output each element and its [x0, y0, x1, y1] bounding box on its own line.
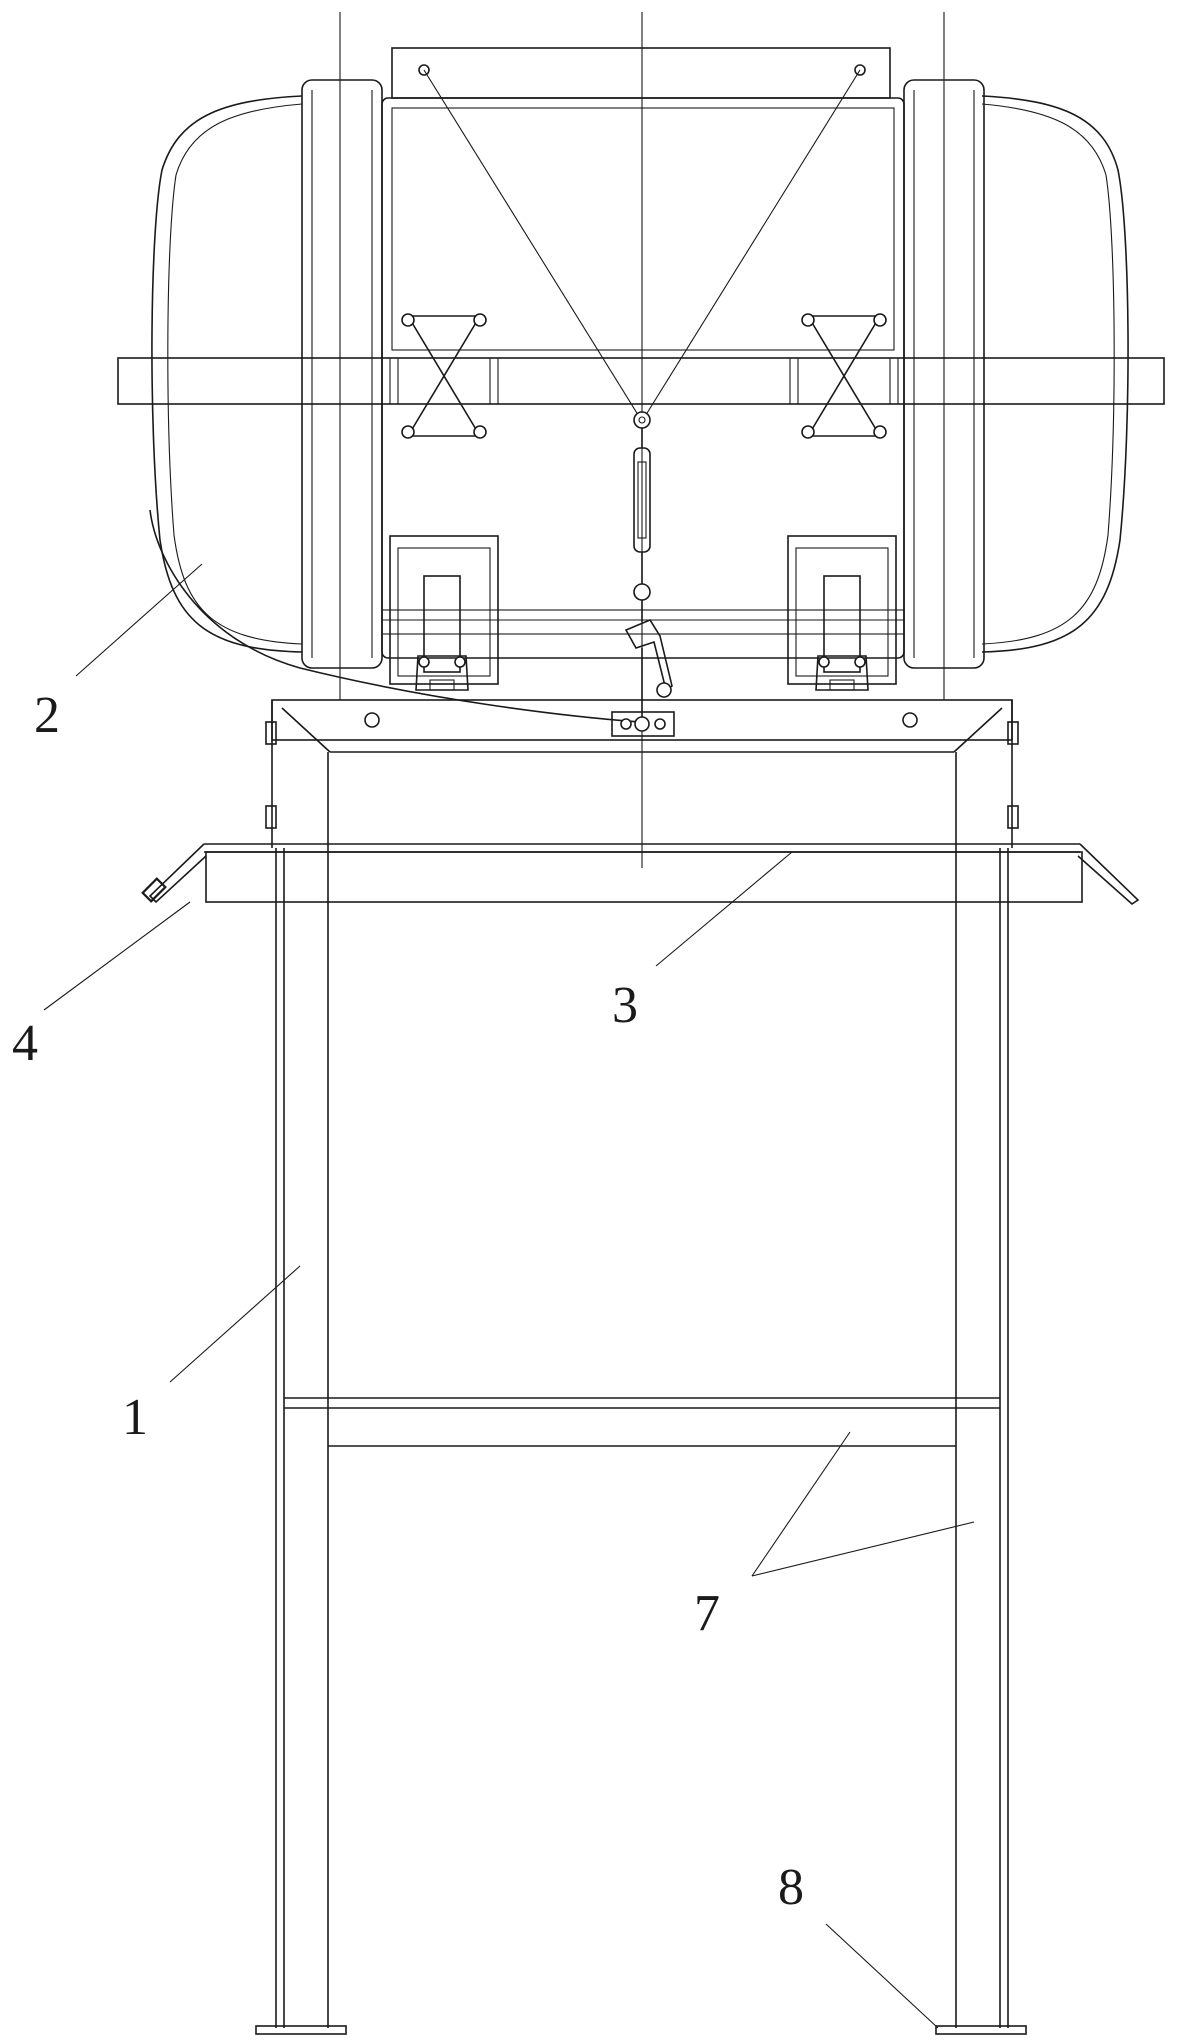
label-part-2: 2 [34, 687, 60, 744]
release-cable [149, 509, 675, 737]
tension-wires [423, 69, 861, 419]
base-plates [255, 2025, 1027, 2035]
x-brace-left [401, 313, 487, 439]
x-brace-right [801, 313, 887, 439]
top-bracket-plate [391, 47, 891, 99]
leader-lines [43, 563, 975, 2029]
clamp-band [117, 357, 1165, 405]
turnbuckle [624, 411, 673, 720]
hold-down-bracket-right [787, 535, 897, 691]
label-part-3: 3 [612, 977, 638, 1034]
label-part-1: 1 [122, 1389, 148, 1446]
platform-tray [141, 843, 1140, 906]
frame-top-box [265, 699, 1019, 848]
label-part-7: 7 [694, 1585, 720, 1642]
hold-down-bracket-left [389, 535, 499, 691]
part-labels: 2 3 4 1 7 8 [12, 687, 804, 1916]
label-part-4: 4 [12, 1015, 38, 1072]
cross-beam [284, 1397, 1000, 1447]
frame-legs [275, 752, 1009, 2028]
tank-body [151, 79, 1129, 669]
label-part-8: 8 [778, 1859, 804, 1916]
